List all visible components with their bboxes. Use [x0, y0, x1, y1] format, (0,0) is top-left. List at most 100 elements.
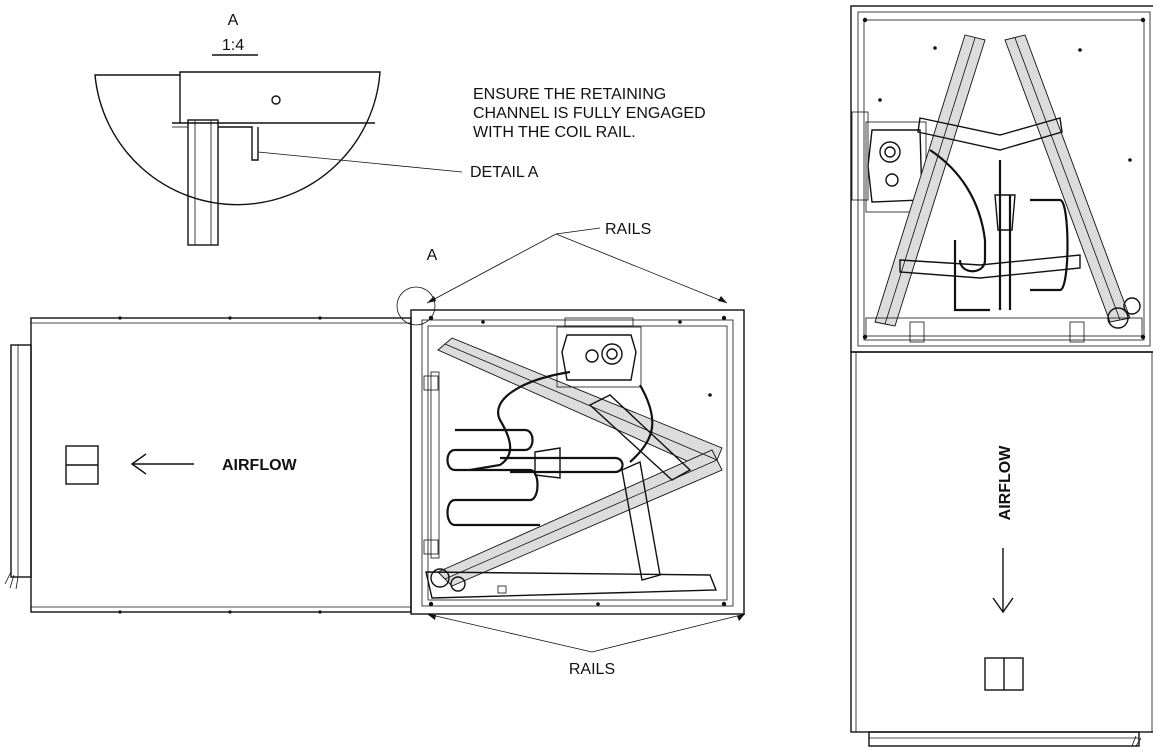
rivet: [318, 316, 322, 320]
pan-clip: [909, 321, 925, 343]
drain-port-icon: [1107, 307, 1129, 329]
rails-bottom-label: RAILS: [569, 661, 615, 678]
distributor-tubes: [500, 456, 624, 474]
suction-line-fitting-inner: [884, 146, 896, 158]
rivet: [678, 320, 682, 324]
detail-scale: 1:4: [222, 37, 244, 54]
horizontal-unit: RAILS A AIRFLOW: [4, 221, 745, 615]
coil-cabinet-inner: [421, 319, 734, 607]
rivet: [878, 98, 882, 102]
note-line-3: WITH THE COIL RAIL.: [473, 124, 636, 141]
suction-line-fitting-icon: [601, 343, 623, 365]
detail-leader-line: [257, 151, 463, 173]
drain-pan: [425, 571, 718, 599]
vertical-coil-inner: [857, 11, 1151, 347]
vertical-fitting-plate: [867, 129, 923, 203]
coil-slab-centerline: [884, 37, 976, 325]
fitting-bracket: [851, 111, 869, 201]
vertical-airflow-label: AIRFLOW: [997, 445, 1014, 521]
coil-cabinet: [410, 309, 745, 615]
horizontal-airflow-label: AIRFLOW: [222, 457, 298, 474]
coil-slab-upper: [437, 337, 723, 473]
rails-bottom-leader: [426, 613, 746, 653]
detail-marker-circle: [396, 286, 436, 326]
suction-line-fitting-icon: [879, 141, 901, 163]
distributor-icon: [534, 447, 561, 479]
rivet: [721, 601, 727, 607]
rivet: [428, 601, 434, 607]
airflow-arrow-head-icon: [130, 453, 147, 475]
suction-tube: [469, 370, 571, 472]
rivet: [933, 46, 937, 50]
suction-tube: [929, 149, 987, 273]
rivet: [1128, 158, 1132, 162]
note-line-2: CHANNEL IS FULLY ENGAGED: [473, 105, 706, 122]
liquid-tube: [629, 384, 654, 463]
detail-marker-letter: A: [427, 247, 438, 264]
fitting-plate: [561, 334, 637, 381]
arrow-head-icon: [427, 614, 436, 620]
fitting-box: [556, 326, 642, 388]
rivet: [596, 602, 600, 606]
return-bends: [446, 428, 540, 527]
rivet: [1140, 17, 1146, 23]
rivet: [1140, 334, 1146, 340]
coil-slab-centerline: [444, 343, 718, 461]
coil-slab-centerline: [1014, 37, 1121, 321]
distributor-icon: [994, 194, 1016, 231]
rivet: [1078, 48, 1082, 52]
retaining-channel: [218, 126, 259, 161]
rail-clip: [423, 539, 439, 555]
coil-rail-bracket: [430, 371, 440, 559]
rivet: [228, 316, 232, 320]
rails-bottom-callout: RAILS: [426, 613, 746, 678]
detail-a-callout: DETAIL A: [470, 164, 539, 181]
detail-circle-outline: [94, 71, 381, 206]
liquid-line-fitting-icon: [885, 173, 899, 187]
vertical-airflow-arrow-head-icon: [992, 597, 1014, 614]
coil-strap: [917, 117, 1063, 151]
drain-port-icon: [430, 568, 450, 588]
rivet: [862, 334, 868, 340]
arrow-head-icon: [718, 296, 727, 303]
arrow-head-icon: [427, 296, 436, 303]
arrow-head-icon: [737, 614, 745, 621]
retaining-channel-note: ENSURE THE RETAINING CHANNEL IS FULLY EN…: [470, 86, 706, 181]
rails-top-leader-left: [426, 227, 601, 304]
note-line-1: ENSURE THE RETAINING: [473, 86, 666, 103]
rivet: [721, 315, 727, 321]
drain-port-icon: [1123, 297, 1141, 315]
rivet: [118, 610, 122, 614]
return-bends: [953, 198, 1069, 312]
detail-letter: A: [228, 12, 239, 29]
rivet: [862, 17, 868, 23]
vertical-unit: AIRFLOW: [850, 5, 1153, 747]
fitting-bracket: [564, 317, 634, 327]
rivet: [228, 610, 232, 614]
rails-top-label: RAILS: [605, 221, 651, 238]
coil-strap: [899, 254, 1081, 279]
rail-clip: [423, 375, 439, 391]
pan-clip: [1069, 321, 1085, 343]
rails-top-leader-right: [555, 233, 728, 304]
drain-tab: [497, 585, 507, 594]
vertical-blower-cabinet: [850, 351, 1153, 733]
detail-a-view: A 1:4: [94, 12, 463, 246]
suction-line-fitting-inner: [606, 348, 618, 360]
rivet: [481, 320, 485, 324]
rivet: [428, 315, 434, 321]
vertical-coil-inset: [863, 19, 1145, 341]
coil-rail: [187, 119, 219, 246]
wire-ends: [1131, 735, 1142, 747]
liquid-line-fitting-icon: [585, 349, 599, 363]
drain-port-icon: [450, 576, 466, 592]
vertical-bottom-flange: [868, 731, 1140, 747]
wire-ends: [4, 571, 19, 590]
coil-slab-lower: [437, 449, 723, 587]
coil-strap: [588, 394, 692, 481]
rivet: [118, 316, 122, 320]
side-flange: [10, 344, 32, 578]
rivet: [318, 610, 322, 614]
vertical-drain-pan: [865, 317, 1143, 337]
